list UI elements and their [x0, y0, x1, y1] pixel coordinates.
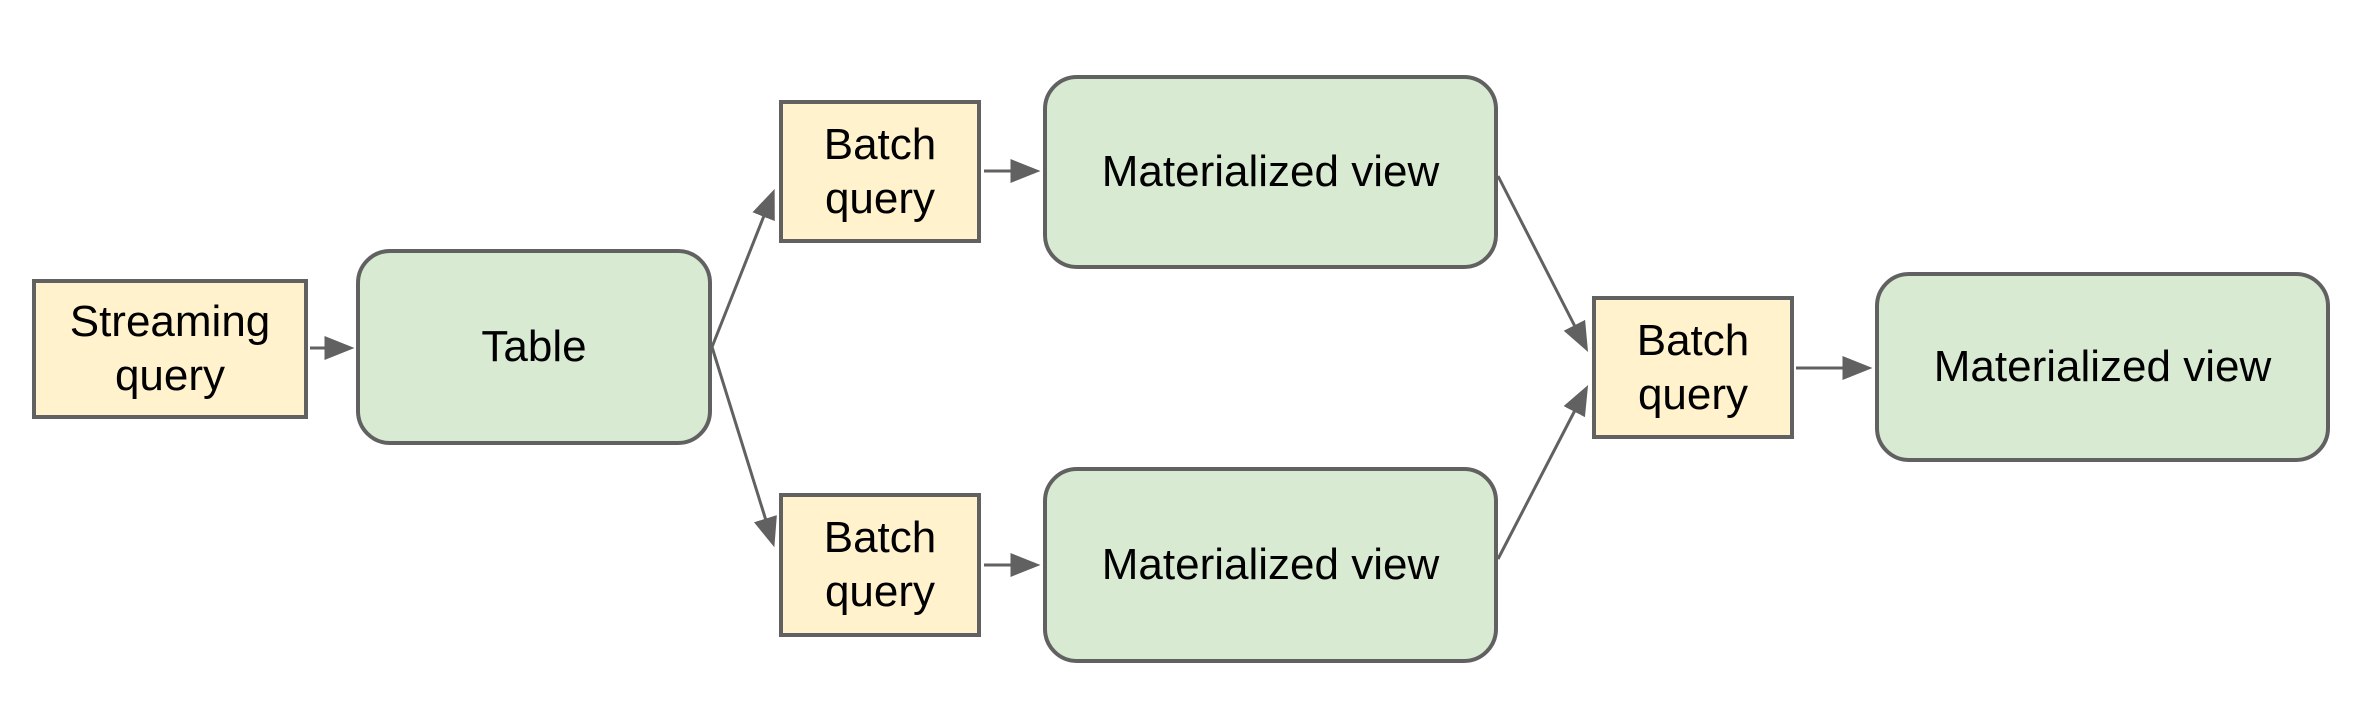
node-materialized-view-top: Materialized view	[1043, 75, 1498, 269]
node-batch-query-top-label: Batch query	[823, 119, 937, 223]
node-batch-query-top: Batch query	[779, 100, 981, 243]
node-batch-query-final-label: Batch query	[1636, 315, 1750, 419]
node-materialized-view-final-label: Materialized view	[1933, 342, 2272, 392]
node-table: Table	[356, 249, 712, 445]
node-batch-query-bottom: Batch query	[779, 493, 981, 637]
node-streaming-query-label: Streaming query	[69, 297, 271, 400]
node-materialized-view-top-label: Materialized view	[1101, 147, 1440, 197]
node-materialized-view-final: Materialized view	[1875, 272, 2330, 462]
node-batch-query-final: Batch query	[1592, 296, 1794, 439]
arrow-table-to-batch-query-bottom	[710, 346, 777, 548]
node-materialized-view-bottom-label: Materialized view	[1101, 540, 1440, 590]
node-batch-query-bottom-label: Batch query	[823, 513, 937, 616]
node-materialized-view-bottom: Materialized view	[1043, 467, 1498, 663]
node-table-label: Table	[481, 322, 587, 372]
arrow-materialized-view-bottom-to-batch-query-final	[1496, 385, 1589, 560]
node-streaming-query: Streaming query	[32, 279, 308, 419]
arrow-table-to-batch-query-top	[710, 188, 775, 348]
arrow-materialized-view-top-to-batch-query-final	[1496, 175, 1589, 353]
